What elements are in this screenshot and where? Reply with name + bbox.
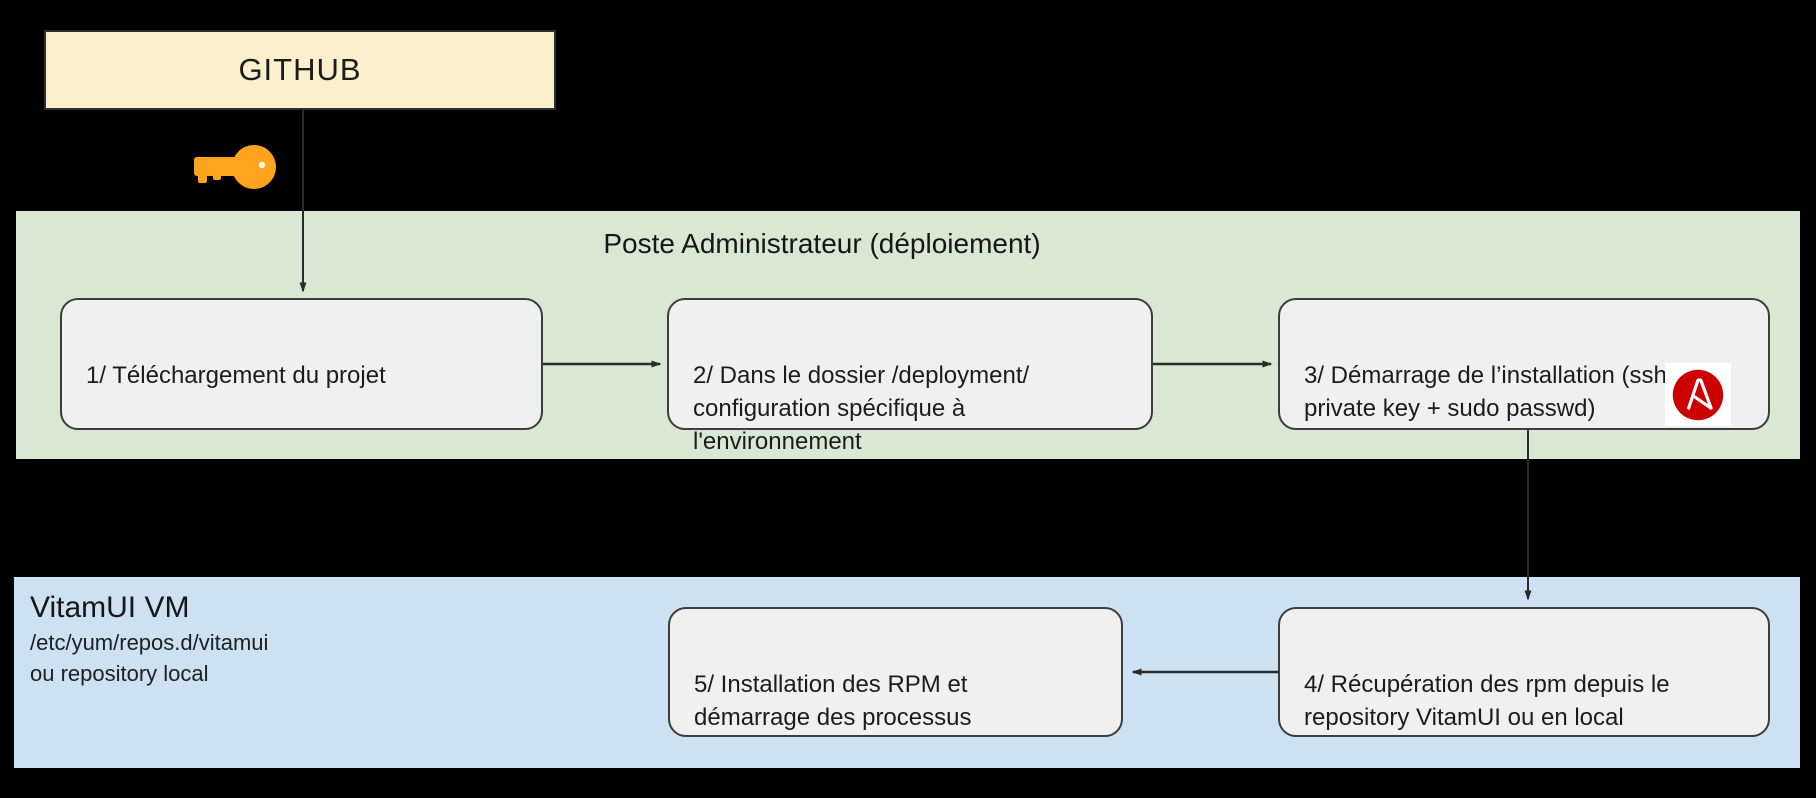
key-hole <box>258 161 266 169</box>
vm-panel-title: VitamUI VM <box>30 591 190 624</box>
admin-panel-title: Poste Administrateur (déploiement) <box>603 228 1041 259</box>
vm-repo-path: /etc/yum/repos.d/vitamui <box>30 630 269 655</box>
ansible-logo-glyph <box>1672 369 1724 420</box>
vm-panel-label: VitamUI VM /etc/yum/repos.d/vitamui ou r… <box>30 589 268 689</box>
step-1-telechargement: 1/ Téléchargement du projet <box>60 298 543 430</box>
vm-repo-alt: ou repository local <box>30 661 209 686</box>
key-icon <box>194 145 276 189</box>
step-5-installation-rpm: 5/ Installation des RPM et démarrage des… <box>668 607 1123 737</box>
step-4-text: 4/ Récupération des rpm depuis le reposi… <box>1304 671 1670 731</box>
step-2-text: 2/ Dans le dossier /deployment/ configur… <box>693 362 1030 455</box>
step-1-text: 1/ Téléchargement du projet <box>86 362 386 389</box>
step-5-text: 5/ Installation des RPM et démarrage des… <box>694 671 972 731</box>
ssh-key-icon <box>186 136 282 196</box>
ansible-icon <box>1665 363 1731 426</box>
github-box: GITHUB <box>44 30 556 110</box>
step-2-configuration: 2/ Dans le dossier /deployment/ configur… <box>667 298 1153 455</box>
step-4-recuperation-rpm: 4/ Récupération des rpm depuis le reposi… <box>1278 607 1770 737</box>
github-label: GITHUB <box>238 52 362 87</box>
step-3-text: 3/ Démarrage de l’installation (ssh priv… <box>1304 362 1667 422</box>
